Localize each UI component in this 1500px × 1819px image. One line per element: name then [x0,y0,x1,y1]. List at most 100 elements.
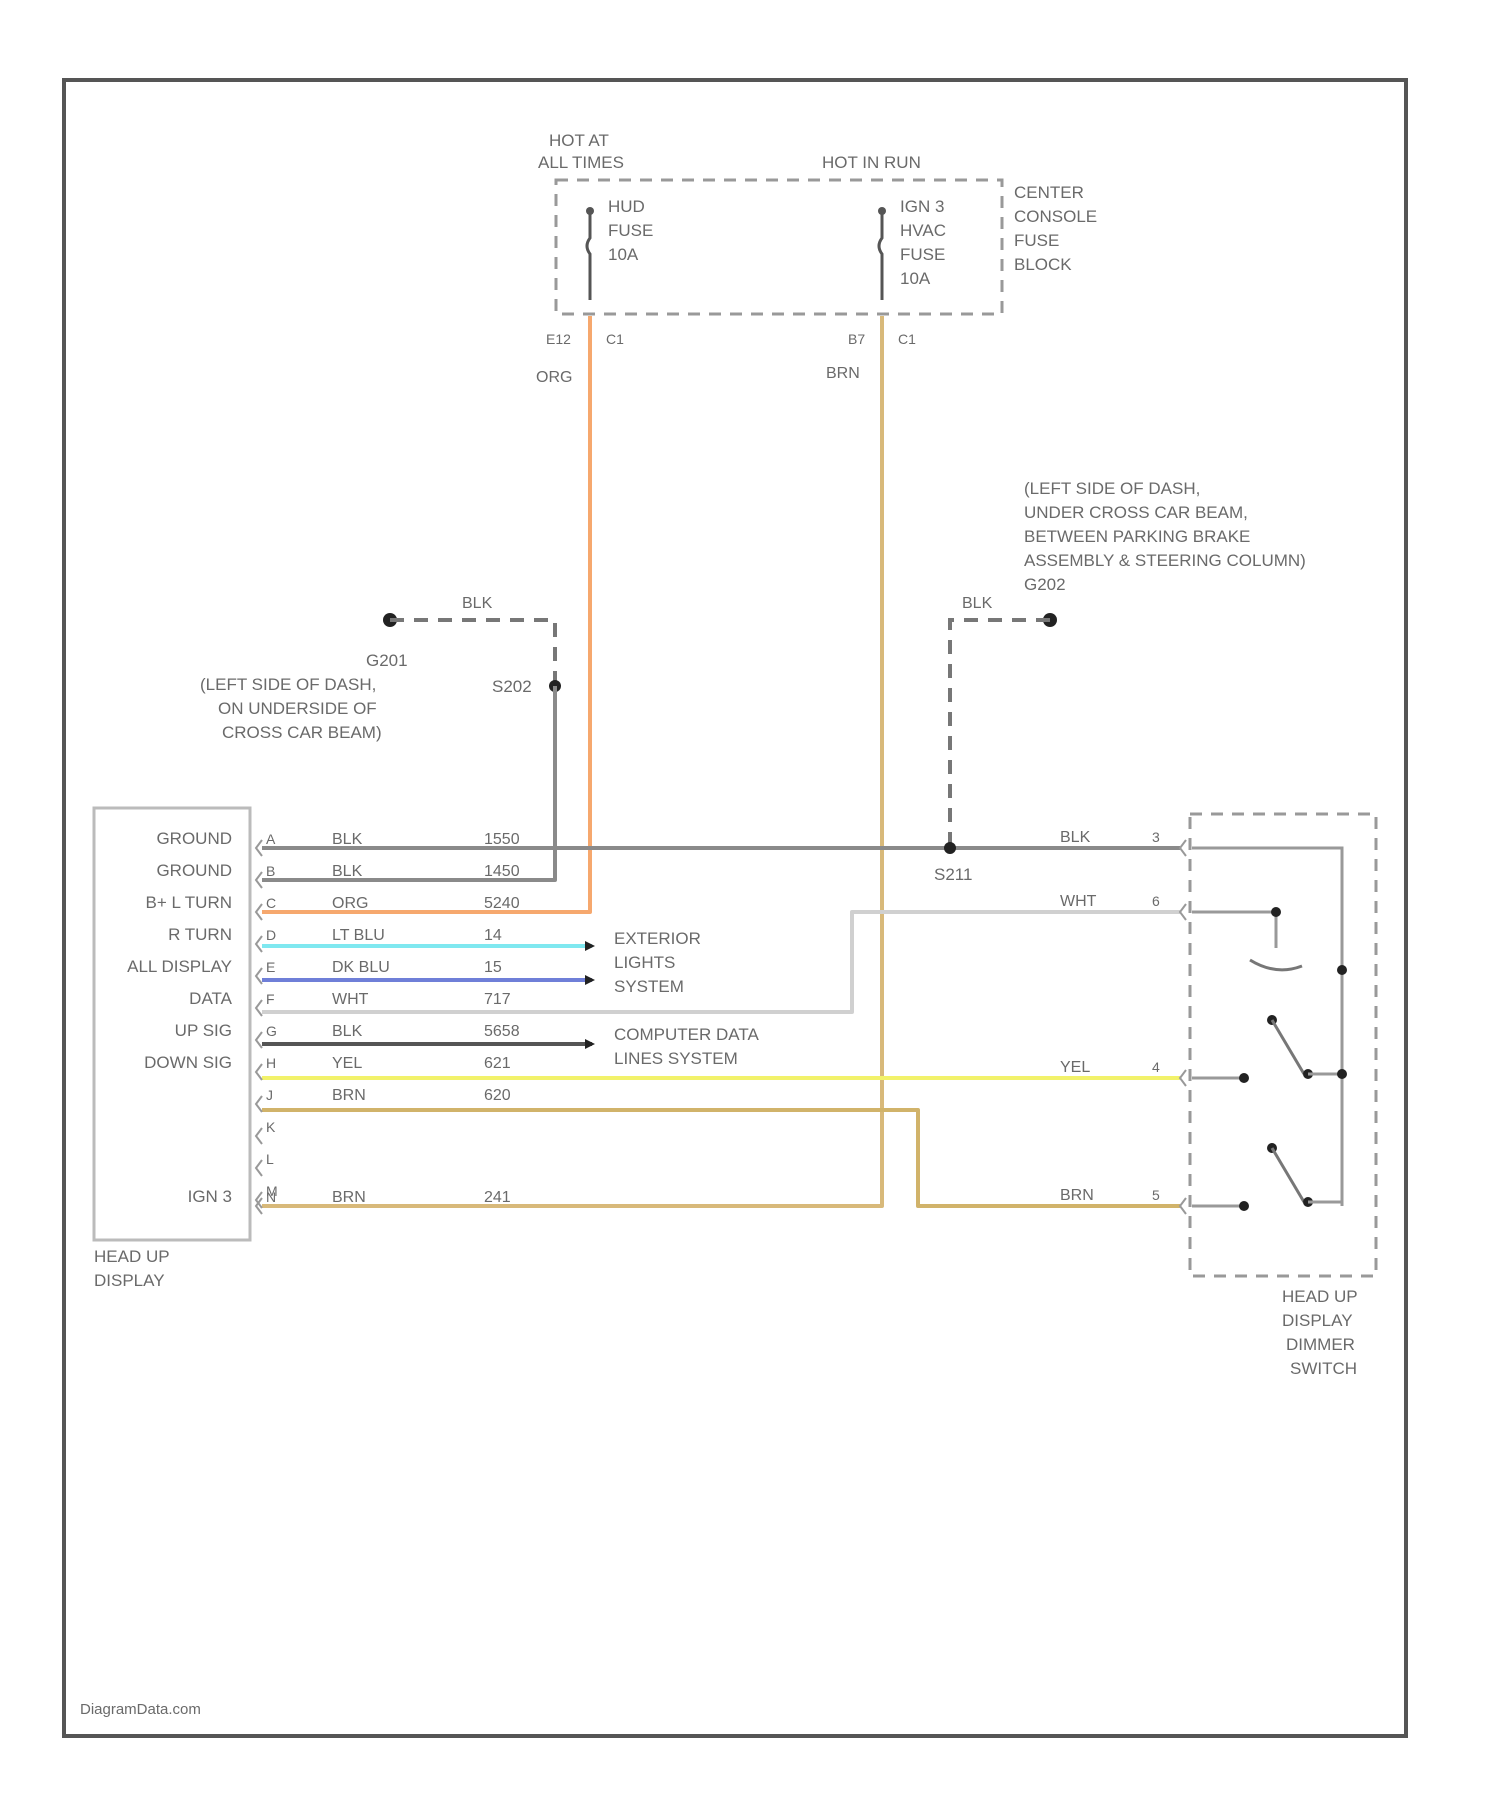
svg-text:10A: 10A [608,245,639,264]
watermark: DiagramData.com [80,1701,201,1718]
exterior-lights-1: EXTERIOR [614,929,701,948]
hud-pin-letter: N [266,1189,276,1205]
dimmer-wire-color: BLK [1060,829,1091,846]
computer-data-2: LINES SYSTEM [614,1049,738,1068]
dimmer-wire-color: BRN [1060,1187,1094,1204]
dimmer-pin-number: 4 [1152,1059,1160,1075]
hud-dimmer-switch [1190,814,1376,1276]
hud-circuit-number: 5240 [484,895,520,912]
hud-pin-label: DATA [189,989,232,1008]
hud-pin-letter: L [266,1151,274,1167]
svg-text:(LEFT SIDE OF DASH,: (LEFT SIDE OF DASH, [200,675,376,694]
hud-wire-color: YEL [332,1055,362,1072]
svg-text:BLK: BLK [462,595,493,612]
svg-text:UNDER CROSS CAR BEAM,: UNDER CROSS CAR BEAM, [1024,503,1248,522]
hud-pin-label: R TURN [168,925,232,944]
fuse1-connector: C1 [606,331,624,347]
hud-circuit-number: 621 [484,1055,511,1072]
hud-pin-terminal [256,936,262,952]
dimmer-pin-number: 3 [1152,829,1160,845]
hud-pin-terminal [256,840,262,856]
dimmer-pin-terminal [1180,840,1186,856]
center-console-fuse-block: HOT AT ALL TIMES HOT IN RUN CENTER CONSO… [536,131,1097,386]
svg-text:G202: G202 [1024,575,1066,594]
hud-circuit-number: 1550 [484,831,520,848]
brn-wire-label: BRN [826,365,860,382]
svg-text:S211: S211 [934,865,972,884]
hud-circuit-number: 620 [484,1087,511,1104]
hud-pin-letter: D [266,927,276,943]
hud-wire-color: DK BLU [332,959,390,976]
hud-name-2: DISPLAY [94,1271,165,1290]
org-wire [262,316,590,912]
hud-pin-terminal [256,872,262,888]
dimmer-wire-color: YEL [1060,1059,1090,1076]
svg-text:G201: G201 [366,651,408,670]
svg-text:HUD: HUD [608,197,645,216]
hud-pin-letter: C [266,895,276,911]
svg-text:ASSEMBLY & STEERING COLUMN): ASSEMBLY & STEERING COLUMN) [1024,551,1306,570]
fuse-block-title-1: CENTER [1014,183,1084,202]
hud-wire-color: WHT [332,991,369,1008]
dimmer-pin-number: 6 [1152,893,1160,909]
hud-name-1: HEAD UP [94,1247,170,1266]
hud-pin-terminal [256,968,262,984]
hud-pin-terminal [256,904,262,920]
hud-pin-letter: H [266,1055,276,1071]
hot-at-all-times-label-2: ALL TIMES [538,153,624,172]
ign3-hvac-fuse: IGN 3 HVAC FUSE 10A [878,197,946,300]
dimmer-name-3: DIMMER [1286,1335,1355,1354]
fuse-block-title-4: BLOCK [1014,255,1072,274]
svg-text:HVAC: HVAC [900,221,946,240]
fuse2-pin: B7 [848,331,865,347]
brn-620-wire [262,1110,1180,1206]
ground-g201: BLK G201 (LEFT SIDE OF DASH, ON UNDERSID… [200,595,561,742]
fuse-block-title-2: CONSOLE [1014,207,1097,226]
dimmer-name-2: DISPLAY [1282,1311,1353,1330]
hud-pin-terminal [256,1128,262,1144]
hud-pin-letter: K [266,1119,276,1135]
hud-wire-color: BLK [332,863,363,880]
dimmer-name-4: SWITCH [1290,1359,1357,1378]
hud-wire-color: BLK [332,831,363,848]
hud-circuit-number: 1450 [484,863,520,880]
dimmer-pin-terminal [1180,1070,1186,1086]
svg-text:10A: 10A [900,269,931,288]
svg-text:IGN 3: IGN 3 [900,197,944,216]
svg-text:FUSE: FUSE [900,245,945,264]
hud-wire-color: BLK [332,1023,363,1040]
svg-text:ON UNDERSIDE OF: ON UNDERSIDE OF [218,699,377,718]
dimmer-pin-number: 5 [1152,1187,1160,1203]
fuse-block-title-3: FUSE [1014,231,1059,250]
svg-text:(LEFT SIDE OF DASH,: (LEFT SIDE OF DASH, [1024,479,1200,498]
svg-text:BETWEEN PARKING BRAKE: BETWEEN PARKING BRAKE [1024,527,1250,546]
hud-circuit-number: 15 [484,959,502,976]
hud-pin-label: B+ L TURN [146,893,232,912]
hud-pin-letter: B [266,863,275,879]
hud-pin-label: ALL DISPLAY [127,957,232,976]
hud-wire-color: BRN [332,1087,366,1104]
hud-circuit-number: 14 [484,927,502,944]
hud-fuse: HUD FUSE 10A [586,197,653,300]
hot-at-all-times-label-1: HOT AT [549,131,609,150]
svg-text:CROSS CAR BEAM): CROSS CAR BEAM) [222,723,382,742]
hud-pin-label: GROUND [156,861,232,880]
exterior-lights-2: LIGHTS [614,953,675,972]
hud-circuit-number: 717 [484,991,511,1008]
svg-text:FUSE: FUSE [608,221,653,240]
wht-data-wire [262,912,1180,1012]
hud-circuit-number: 241 [484,1189,511,1206]
svg-text:S202: S202 [492,677,532,696]
hud-pin-terminal [256,1064,262,1080]
dimmer-pin-terminal [1180,904,1186,920]
hud-pin-label: UP SIG [175,1021,232,1040]
dimmer-name-1: HEAD UP [1282,1287,1358,1306]
hud-pin-letter: F [266,991,275,1007]
hud-pin-terminal [256,1096,262,1112]
ground-g202: BLK (LEFT SIDE OF DASH, UNDER CROSS CAR … [934,479,1306,884]
dimmer-wire-color: WHT [1060,893,1097,910]
exterior-lights-3: SYSTEM [614,977,684,996]
hud-wire-color: ORG [332,895,368,912]
